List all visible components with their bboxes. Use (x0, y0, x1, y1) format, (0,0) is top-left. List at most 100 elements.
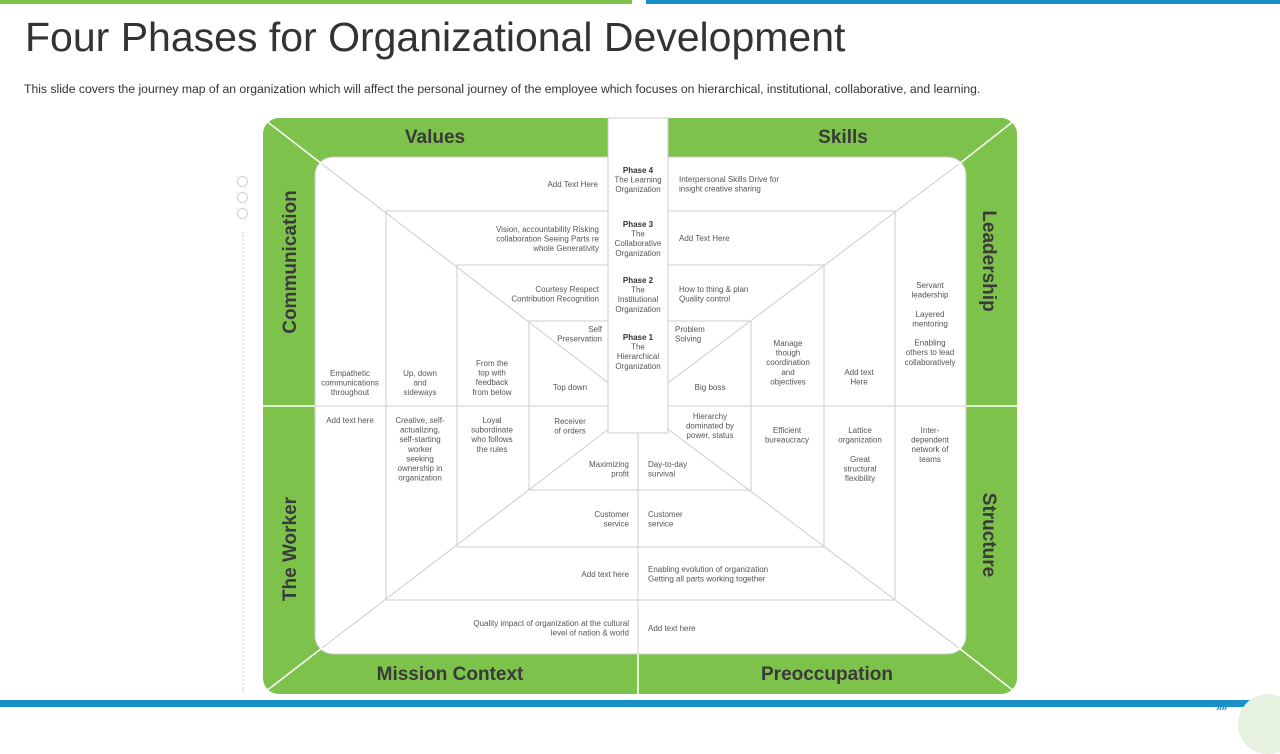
text-line: Quality control (679, 295, 730, 304)
text-line: Day-to-day (648, 460, 687, 469)
frame-corner-bl (264, 647, 323, 693)
text-line: service (648, 520, 674, 529)
text-line: Organization (615, 185, 660, 194)
cell-skills-phase-3: Add Text Here (679, 234, 730, 243)
frame-corner-tr (958, 119, 1016, 165)
text-line (929, 300, 931, 309)
text-line: Inter- (921, 426, 940, 435)
text-line: The (631, 230, 645, 239)
label-the-worker: The Worker (280, 496, 301, 601)
frame-corner-br (958, 647, 1016, 693)
text-line: Institutional (618, 295, 659, 304)
text-line: Add text here (648, 624, 696, 633)
text-line: Contribution Recognition (511, 295, 599, 304)
text-line: bureaucracy (765, 436, 809, 445)
phase-column (607, 117, 669, 434)
text-line: Hierarchy (693, 412, 727, 421)
text-line: self-starting (399, 435, 440, 444)
decorative-dots (237, 176, 248, 224)
text-line: Add text (844, 368, 874, 377)
diagonal-br (639, 407, 960, 649)
text-line: Self (588, 325, 603, 334)
text-line: The (631, 343, 645, 352)
text-line: whole Generativity (532, 244, 599, 253)
text-line: Vision, accountability Risking (496, 225, 599, 234)
text-line: ownership in (398, 464, 443, 473)
text-line: sideways (404, 388, 437, 397)
text-line (929, 329, 931, 338)
text-line: Quality impact of organization at the cu… (473, 619, 629, 628)
text-line: of orders (554, 427, 586, 436)
text-line: Phase 3 (623, 220, 654, 229)
page-title: Four Phases for Organizational Developme… (25, 14, 846, 60)
text-line (859, 445, 861, 454)
text-line: Top down (553, 383, 587, 392)
cell-preoccupation-phase-4: Add text here (648, 624, 696, 633)
text-line: Add text here (581, 570, 629, 579)
text-line: Efficient (773, 426, 802, 435)
phases-diagram: Values Skills Mission Context Preoccupat… (263, 117, 1017, 694)
diagonal-bl (321, 407, 637, 649)
frame-corner-tl (264, 119, 323, 165)
text-line: level of nation & world (551, 629, 629, 638)
text-line: Solving (675, 335, 701, 344)
text-line: Loyal (482, 416, 501, 425)
text-line: Organization (615, 249, 660, 258)
text-line: From the (476, 359, 509, 368)
text-line: Big boss (695, 383, 726, 392)
next-arrows-icon: »» (1216, 702, 1227, 714)
text-line: mentoring (912, 319, 948, 328)
text-line: Manage (774, 339, 803, 348)
text-line: top with (478, 369, 506, 378)
label-preoccupation: Preoccupation (761, 664, 893, 685)
text-line: Organization (615, 362, 660, 371)
text-line: Add text here (326, 416, 374, 425)
decorative-dotted-line (242, 232, 244, 692)
text-line: Customer (648, 510, 683, 519)
bottom-accent-bar (0, 700, 1280, 707)
text-line: Collaborative (615, 239, 662, 248)
text-line: Servant (916, 281, 944, 290)
cell-leadership-phase-1: Big boss (695, 383, 726, 392)
text-line: worker (407, 445, 432, 454)
text-line: Add Text Here (679, 234, 730, 243)
cell-worker-phase-3: Creative, self-actualizing,self-starting… (395, 416, 445, 483)
text-line: Lattice (848, 426, 872, 435)
text-line: coordination (766, 358, 810, 367)
label-mission-context: Mission Context (377, 664, 524, 685)
cell-mission-phase-3: Add text here (581, 570, 629, 579)
text-line: who follows (470, 435, 512, 444)
diagonal-tr (639, 163, 960, 405)
decorative-circle (237, 208, 248, 219)
text-line: Enabling evolution of organization (648, 565, 768, 574)
diagonal-tl (321, 163, 637, 405)
label-skills: Skills (818, 127, 868, 148)
cell-values-phase-4: Add Text Here (547, 180, 598, 189)
text-line: Here (850, 378, 868, 387)
text-line: insight creative sharing (679, 185, 761, 194)
cell-worker-phase-4: Add text here (326, 416, 374, 425)
text-line: subordinate (471, 426, 513, 435)
text-line: organization (398, 474, 442, 483)
text-line: structural (844, 464, 877, 473)
text-line: Preservation (557, 335, 602, 344)
text-line: communications (321, 379, 379, 388)
text-line: Empathetic (330, 369, 370, 378)
label-leadership: Leadership (978, 210, 999, 311)
